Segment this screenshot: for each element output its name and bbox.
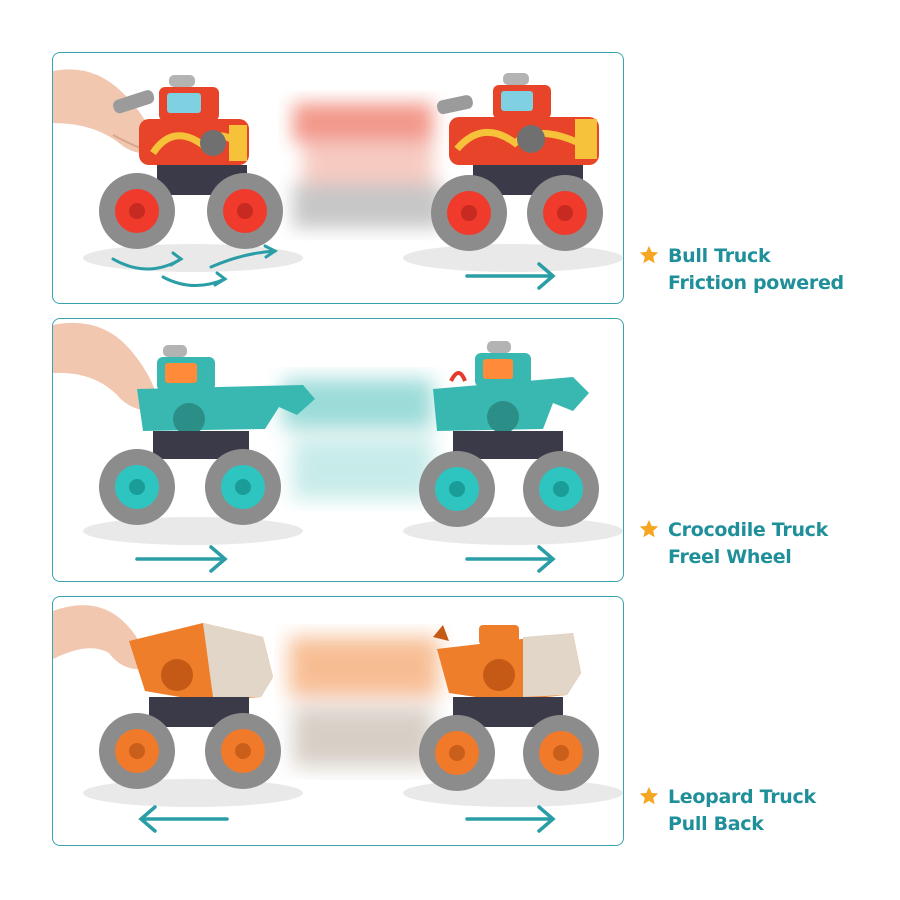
crocodile-truck-title: Crocodile Truck: [668, 519, 828, 541]
shadow: [83, 517, 303, 545]
bull-truck-right: [431, 73, 603, 251]
motion-blur: [293, 103, 443, 228]
leopard-truck-subtitle: Pull Back: [668, 813, 764, 835]
bull-truck-illustration: [53, 69, 623, 290]
bull-truck-title: Bull Truck: [668, 245, 771, 267]
arrow-right: [465, 805, 556, 833]
crocodile-truck-panel: [52, 318, 624, 582]
friction-arrows: [111, 244, 278, 288]
crocodile-truck-caption: Crocodile Truck Freel Wheel: [638, 517, 828, 571]
leopard-truck-left: [99, 623, 281, 789]
bull-truck-left: [99, 75, 283, 249]
arrow-left: [138, 805, 229, 833]
bull-truck-subtitle: Friction powered: [668, 272, 844, 294]
bull-truck-caption: Bull Truck Friction powered: [638, 243, 844, 297]
shadow: [83, 779, 303, 807]
crocodile-truck-subtitle: Freel Wheel: [668, 546, 792, 568]
motion-blur: [289, 637, 439, 767]
star-icon: [639, 786, 659, 805]
star-icon: [639, 519, 659, 538]
leopard-truck-illustration: [53, 605, 623, 833]
arrow-right: [135, 545, 228, 573]
star-icon: [639, 245, 659, 264]
shadow: [403, 517, 623, 545]
arrow-right: [465, 545, 556, 573]
hand: [53, 605, 146, 670]
leopard-truck-title: Leopard Truck: [668, 786, 816, 808]
leopard-truck-caption: Leopard Truck Pull Back: [638, 784, 816, 838]
shadow: [403, 244, 623, 272]
crocodile-truck-illustration: [53, 322, 623, 573]
shadow: [83, 244, 303, 272]
crocodile-truck-left: [99, 345, 315, 525]
leopard-truck-right: [419, 625, 599, 791]
arrow-right: [465, 262, 556, 290]
hand: [53, 322, 158, 411]
leopard-truck-panel: [52, 596, 624, 846]
bull-truck-panel: [52, 52, 624, 304]
crocodile-truck-right: [419, 341, 599, 527]
